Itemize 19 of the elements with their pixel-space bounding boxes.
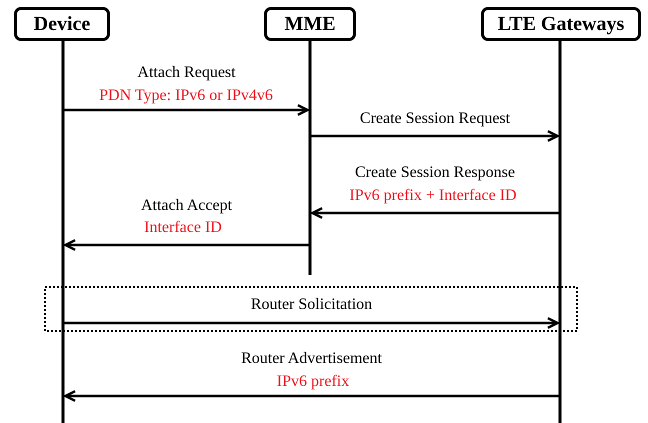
message-arrow xyxy=(312,130,559,142)
message-parameter: IPv6 prefix xyxy=(276,373,350,391)
participant-box: MME xyxy=(264,7,356,41)
message-label: Attach Request xyxy=(137,64,236,82)
message-label: Create Session Request xyxy=(360,110,510,128)
message-arrow xyxy=(64,239,308,251)
message-arrow xyxy=(311,207,558,219)
message-arrow xyxy=(64,390,558,402)
message-parameter: IPv6 prefix + Interface ID xyxy=(349,187,517,205)
participant-box: LTE Gateways xyxy=(481,7,641,41)
message-label: Create Session Response xyxy=(355,164,515,182)
message-label: Attach Accept xyxy=(140,197,232,215)
participant-box: Device xyxy=(14,7,110,41)
message-arrow xyxy=(64,104,309,116)
message-label: Router Advertisement xyxy=(241,350,382,368)
message-parameter: Interface ID xyxy=(144,219,222,237)
message-label: Router Solicitation xyxy=(250,296,372,314)
message-parameter: PDN Type: IPv6 or IPv4v6 xyxy=(99,87,273,105)
message-arrow xyxy=(64,317,559,329)
